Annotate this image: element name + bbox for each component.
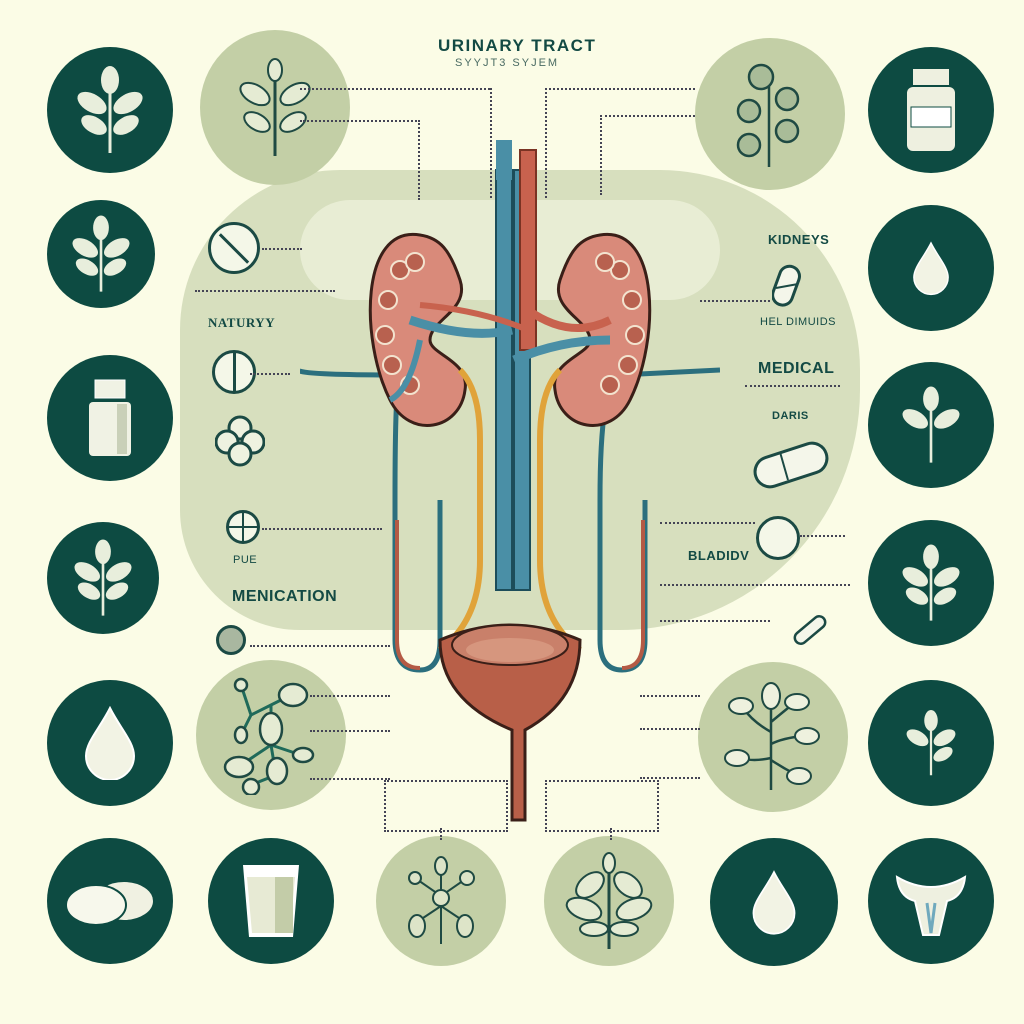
inner-circle-bottom-left (196, 660, 346, 810)
uterus-icon (895, 875, 967, 936)
bottom-circle-5 (710, 838, 838, 966)
leader-line (300, 120, 420, 122)
label-medical-sub: DARIS (772, 410, 809, 422)
leader-line (545, 88, 695, 90)
left-circle-1 (47, 47, 173, 173)
small-capsule-icon (790, 610, 830, 650)
bottom-circle-4 (544, 836, 674, 966)
leader-line (800, 535, 845, 537)
leaf-branch-icon (565, 852, 653, 949)
leader-line (660, 522, 755, 524)
leaf-plant-icon (77, 66, 143, 153)
clover-pill-icon (214, 414, 266, 468)
leader-line (250, 645, 390, 647)
leader-line (440, 828, 442, 840)
leader-box-left (384, 780, 508, 832)
large-capsule-icon (750, 432, 832, 498)
bottom-circle-1 (47, 838, 173, 964)
right-circle-5 (868, 680, 994, 806)
right-circle-3 (868, 362, 994, 488)
label-pue: PUE (233, 554, 258, 566)
leaf-plant-icon (902, 544, 960, 621)
inner-circle-top-left (200, 30, 350, 185)
label-natural: NATURYY (208, 315, 276, 330)
left-circle-4 (47, 522, 159, 634)
berry-sprig-icon (736, 63, 800, 167)
label-kidneys-sub: HEL DIMUIDS (760, 316, 836, 328)
leader-line (745, 385, 840, 387)
water-drop-icon (752, 870, 796, 935)
leaf-plant-icon (72, 215, 130, 292)
leader-line (640, 777, 700, 779)
leader-line (250, 373, 290, 375)
right-circle-1 (868, 47, 994, 173)
leader-line (262, 528, 382, 530)
split-pill-icon (212, 350, 256, 394)
leaf-plant-icon (902, 386, 960, 463)
no-sign-icon (208, 222, 260, 274)
left-circle-3 (47, 355, 173, 481)
leader-line (490, 88, 492, 198)
cross-pill-icon (226, 510, 260, 544)
label-medical: MEDICAL (758, 360, 835, 377)
round-pill-icon (216, 625, 246, 655)
leader-line (600, 115, 602, 195)
label-kidneys: KIDNEYS (768, 232, 830, 247)
leader-line (310, 730, 390, 732)
leader-box-right (545, 780, 659, 832)
leaf-plant-icon (906, 710, 956, 776)
pills-icon (65, 880, 155, 926)
bottom-circle-6 (868, 838, 994, 964)
urinary-tract-diagram (300, 140, 720, 822)
leader-line (418, 120, 420, 200)
leader-line (195, 290, 335, 292)
left-circle-5 (47, 680, 173, 806)
leader-line (640, 728, 700, 730)
leader-line (700, 300, 770, 302)
leader-line (660, 620, 770, 622)
leader-line (610, 828, 612, 840)
right-circle-4 (868, 520, 994, 646)
leader-line (310, 695, 390, 697)
leaf-plant-icon (74, 539, 132, 616)
berry-cluster-icon (223, 677, 315, 795)
water-drop-icon (913, 241, 949, 296)
inner-circle-bottom-right (698, 662, 848, 812)
leader-line (545, 88, 547, 198)
diagram-subtitle: SYYJT3 SYJEM (455, 57, 560, 69)
inner-circle-top-right (695, 38, 845, 190)
berry-branch-icon (408, 856, 475, 944)
leader-line (310, 778, 390, 780)
bottom-circle-3 (376, 836, 506, 966)
medicine-bottle-icon (89, 379, 131, 456)
left-circle-2 (47, 200, 155, 308)
leader-line (660, 584, 850, 586)
leader-line (640, 695, 700, 697)
diagram-title: URINARY TRACT (438, 36, 597, 55)
tablet-icon (756, 516, 800, 560)
right-circle-2 (868, 205, 994, 331)
pill-bottle-icon (907, 69, 955, 151)
water-glass-icon (243, 865, 299, 937)
bud-branch-icon (724, 682, 820, 790)
leader-line (262, 248, 302, 250)
bottom-circle-2 (208, 838, 334, 964)
water-drop-icon (84, 706, 136, 780)
label-bladder: BLADIDV (688, 548, 750, 563)
leader-line (600, 115, 695, 117)
capsule-icon (771, 264, 802, 308)
herb-sprig-icon (239, 57, 311, 156)
label-medication: MENICATION (232, 588, 338, 605)
leader-line (300, 88, 490, 90)
